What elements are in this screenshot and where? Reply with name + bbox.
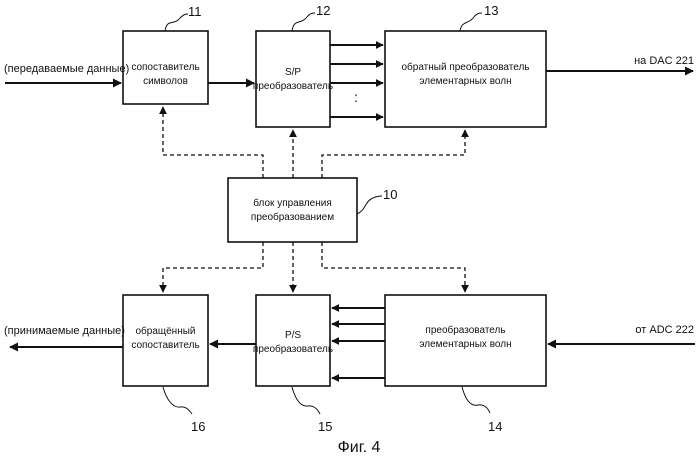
ref-number-15: 15 [318, 419, 332, 434]
inverse-wavelet-label-1: обратный преобразователь [401, 61, 529, 73]
inverse-mapper-label-2: сопоставитель [131, 340, 199, 351]
ref-number-13: 13 [484, 3, 498, 18]
control-unit-label-2: преобразованием [251, 211, 334, 223]
sp-converter-label-1: S/P [285, 67, 301, 78]
ps-converter-block: P/S преобразователь [253, 295, 333, 386]
sp-converter-label-2: преобразователь [253, 80, 333, 92]
ref-number-14: 14 [488, 419, 502, 434]
wavelet-label-2: элементарных волн [419, 339, 511, 350]
inverse-wavelet-block: обратный преобразователь элементарных во… [385, 31, 546, 127]
ref-leader-13 [460, 13, 482, 31]
ref-leader-15 [292, 387, 320, 414]
inverse-wavelet-label-2: элементарных волн [419, 76, 511, 87]
tx-output-label: на DAC 221 [634, 55, 694, 67]
ref-leader-14 [462, 387, 490, 413]
control-to-mapper-link [163, 107, 263, 178]
rx-output-label: (принимаемые данные) [4, 325, 125, 337]
sp-converter-block: S/P преобразователь [253, 31, 333, 127]
control-to-inverse-mapper-link [163, 242, 263, 292]
control-unit-block: блок управления преобразованием [228, 178, 357, 242]
ps-converter-label-2: преобразователь [253, 343, 333, 355]
symbol-mapper-block: сопоставитель символов [123, 31, 208, 104]
ps-converter-label-1: P/S [285, 330, 301, 341]
ref-leader-10 [357, 196, 382, 214]
inverse-mapper-block: обращённый сопоставитель [123, 295, 208, 386]
wavelet-label-1: преобразователь [425, 324, 505, 336]
ref-number-12: 12 [316, 3, 330, 18]
ref-leader-11 [165, 14, 188, 31]
control-to-inverse-wavelet-link [322, 130, 465, 178]
parallel-ellipsis: : [354, 89, 358, 105]
inverse-mapper-label-1: обращённый [135, 325, 195, 337]
wavelet-block: преобразователь элементарных волн [385, 295, 546, 386]
ref-leader-16 [163, 387, 192, 414]
ref-number-16: 16 [191, 419, 205, 434]
ref-leader-12 [292, 13, 315, 31]
symbol-mapper-label-1: сопоставитель [131, 62, 199, 73]
ref-number-10: 10 [383, 187, 397, 202]
tx-input-label: (передаваемые данные) [4, 63, 129, 75]
control-unit-label-1: блок управления [253, 197, 331, 209]
ref-number-11: 11 [188, 4, 202, 19]
rx-input-label: от ADC 222 [635, 324, 694, 336]
figure-caption: Фиг. 4 [338, 439, 381, 456]
control-to-wavelet-link [322, 242, 465, 292]
symbol-mapper-label-2: символов [143, 76, 188, 87]
